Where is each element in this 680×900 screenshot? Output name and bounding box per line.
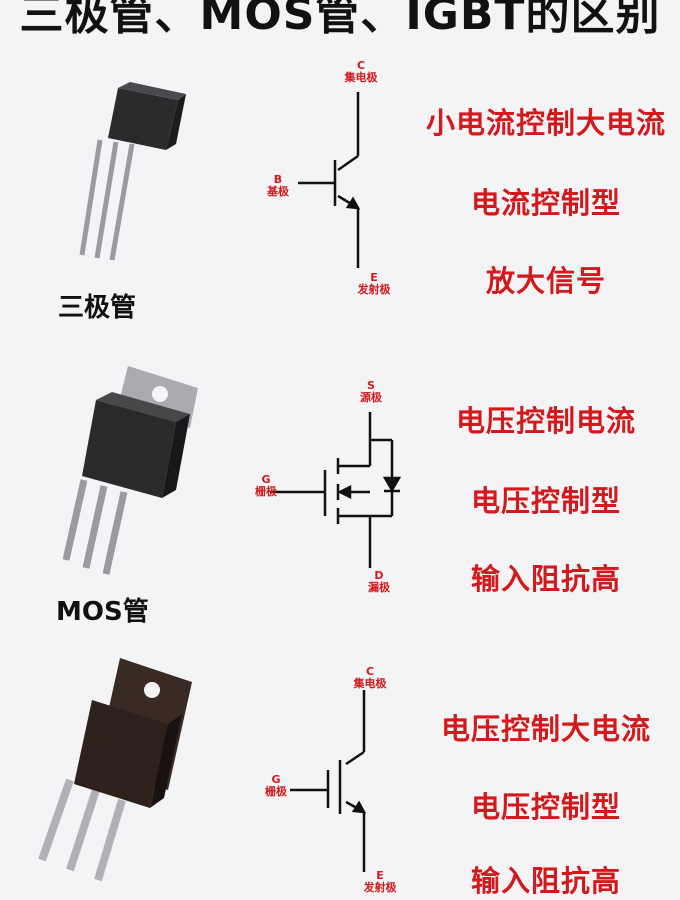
mosfet-photo bbox=[62, 366, 198, 575]
page-title: 三极管、MOS管、IGBT的区别 bbox=[19, 0, 661, 40]
igbt-photo bbox=[38, 658, 192, 882]
mosfet-label: MOS管 bbox=[56, 597, 149, 627]
igbt-feature-3: 输入阻抗高 bbox=[470, 864, 621, 898]
mosfet-pin-d: D 漏极 bbox=[354, 570, 404, 594]
pin-letter: E bbox=[370, 271, 378, 284]
pin-letter: B bbox=[273, 173, 283, 186]
pin-letter: C bbox=[356, 59, 366, 72]
bjt-feature-1: 小电流控制大电流 bbox=[425, 106, 666, 140]
pin-letter: D bbox=[374, 569, 384, 582]
igbt-pin-g: G 栅极 bbox=[256, 774, 296, 798]
bjt-symbol bbox=[298, 92, 361, 268]
mosfet-symbol bbox=[270, 412, 402, 568]
bjt-feature-2: 电流控制型 bbox=[470, 186, 621, 220]
pin-name: 集电极 bbox=[353, 677, 387, 690]
pin-letter: G bbox=[271, 773, 281, 786]
pin-name: 漏极 bbox=[368, 581, 390, 594]
mosfet-feature-1: 电压控制电流 bbox=[455, 404, 636, 438]
pin-name: 栅极 bbox=[255, 485, 277, 498]
pin-letter: G bbox=[261, 473, 271, 486]
mosfet-feature-3: 输入阻抗高 bbox=[470, 562, 621, 596]
bjt-pin-e: E 发射极 bbox=[346, 272, 402, 296]
pin-name: 发射极 bbox=[363, 881, 397, 894]
igbt-pin-e: E 发射极 bbox=[352, 870, 408, 894]
igbt-pin-c: C 集电极 bbox=[342, 666, 398, 690]
pin-letter: E bbox=[376, 869, 384, 882]
igbt-feature-1: 电压控制大电流 bbox=[440, 712, 651, 746]
pin-letter: C bbox=[365, 665, 375, 678]
pin-name: 发射极 bbox=[357, 283, 391, 296]
bjt-feature-3: 放大信号 bbox=[485, 264, 606, 298]
transistor-label: 三极管 bbox=[58, 293, 137, 323]
bjt-pin-c: C 集电极 bbox=[336, 60, 386, 84]
mosfet-feature-2: 电压控制型 bbox=[470, 484, 621, 518]
bjt-pin-b: B 基极 bbox=[258, 174, 298, 198]
igbt-feature-2: 电压控制型 bbox=[470, 790, 621, 824]
pin-name: 栅极 bbox=[265, 785, 287, 798]
pin-letter: S bbox=[367, 379, 375, 392]
mosfet-pin-g: G 栅极 bbox=[246, 474, 286, 498]
pin-name: 集电极 bbox=[344, 71, 378, 84]
pin-name: 源极 bbox=[360, 391, 382, 404]
igbt-symbol bbox=[290, 690, 367, 872]
component-illustrations bbox=[38, 82, 198, 882]
pin-name: 基极 bbox=[267, 185, 289, 198]
mosfet-pin-s: S 源极 bbox=[346, 380, 396, 404]
transistor-photo bbox=[79, 82, 186, 261]
